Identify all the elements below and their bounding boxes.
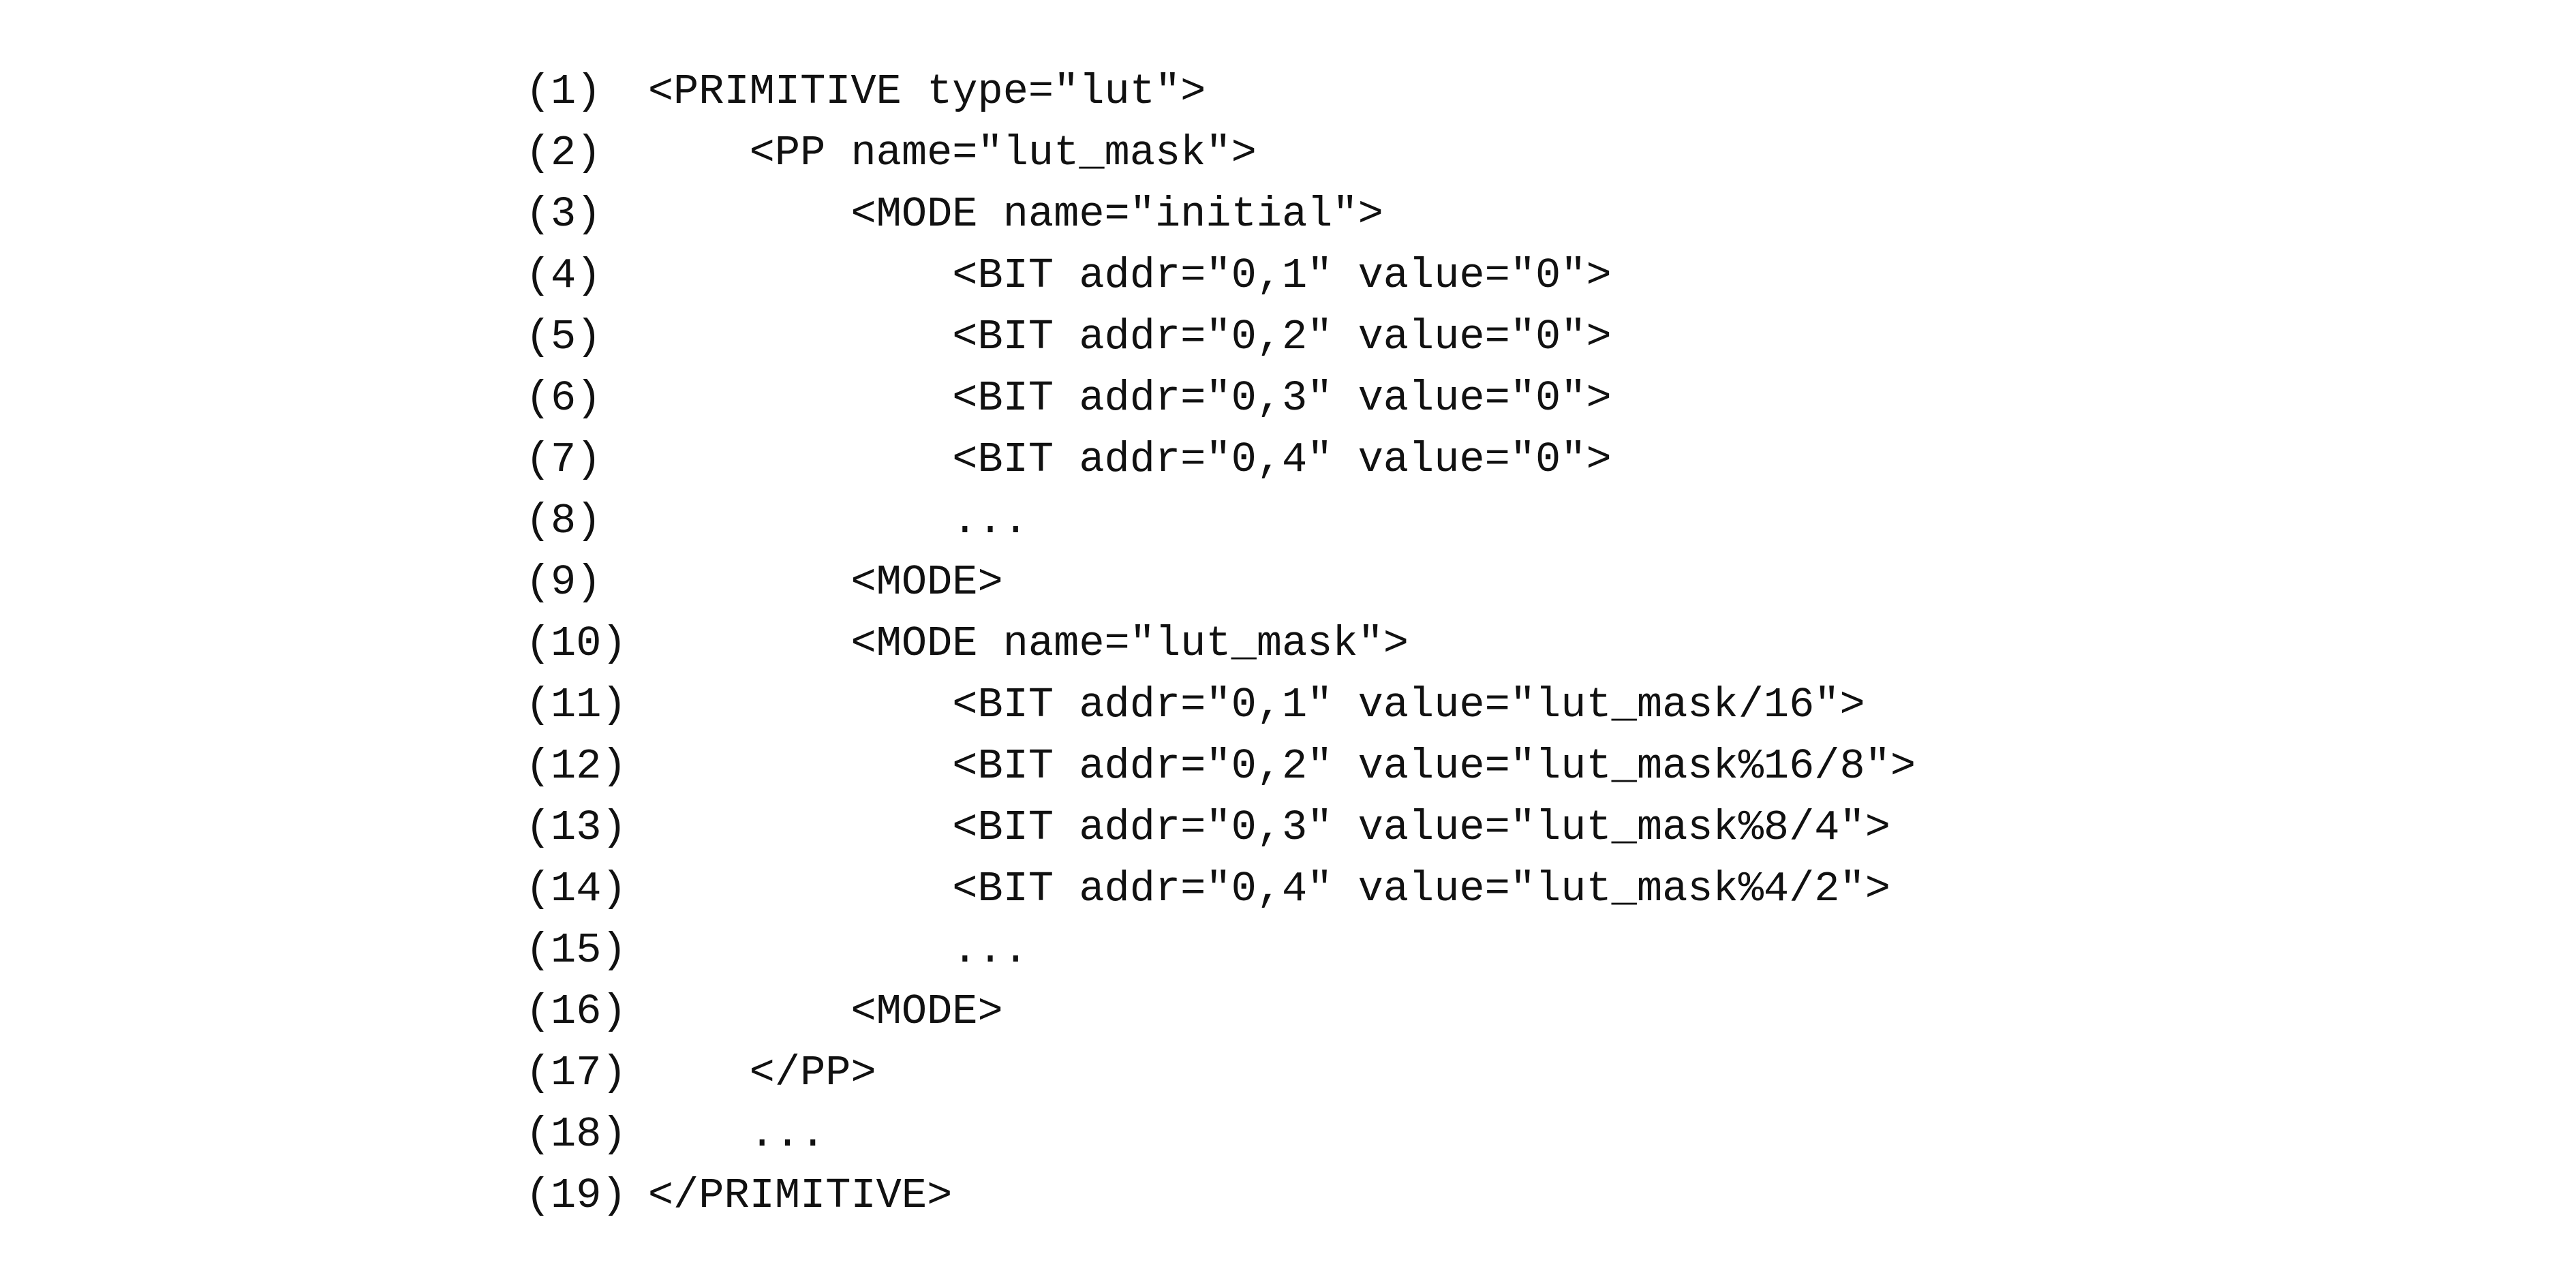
code-line: (14) <BIT addr="0,4" value="lut_mask%4/2… [424, 797, 1890, 913]
line-number: (14) [525, 865, 627, 913]
line-number: (4) [525, 251, 602, 300]
line-number: (17) [525, 1049, 627, 1097]
code-line: (2) <PP name="lut_mask"> [424, 61, 1257, 177]
code-line: (7) <BIT addr="0,4" value="0"> [424, 368, 1612, 484]
line-number: (6) [525, 374, 602, 423]
code-line: (12) <BIT addr="0,2" value="lut_mask%16/… [424, 675, 1916, 791]
code-text: <BIT addr="0,4" value="0"> [647, 435, 1612, 484]
code-line: (1) <PRIMITIVE type="lut"> [424, 0, 1206, 116]
code-text: <PRIMITIVE type="lut"> [647, 67, 1206, 116]
code-text: </PP> [647, 1049, 876, 1097]
code-line: (3) <MODE name="initial"> [424, 123, 1383, 239]
code-line: (9) <MODE> [424, 491, 1003, 607]
line-number: (1) [525, 67, 602, 116]
line-number: (12) [525, 742, 627, 791]
code-line: (19) </PRIMITIVE> [424, 1104, 952, 1220]
code-line: (13) <BIT addr="0,3" value="lut_mask%8/4… [424, 736, 1890, 852]
line-number: (11) [525, 681, 627, 729]
code-text: <MODE name="lut_mask"> [647, 619, 1409, 668]
line-number: (15) [525, 926, 627, 975]
line-number: (7) [525, 435, 602, 484]
code-text: <BIT addr="0,3" value="lut_mask%8/4"> [647, 803, 1890, 852]
code-text: </PRIMITIVE> [647, 1171, 953, 1220]
code-line: (4) <BIT addr="0,1" value="0"> [424, 184, 1612, 300]
line-number: (9) [525, 558, 602, 607]
code-line: (15) ... [424, 859, 1028, 975]
line-number: (19) [525, 1171, 627, 1220]
code-text: <BIT addr="0,2" value="lut_mask%16/8"> [647, 742, 1916, 791]
code-listing: (1) <PRIMITIVE type="lut"> (2) <PP name="… [424, 0, 1916, 1220]
line-number: (13) [525, 803, 627, 852]
line-number: (5) [525, 313, 602, 361]
code-line: (16) <MODE> [424, 920, 1003, 1036]
code-text: <BIT addr="0,3" value="0"> [647, 374, 1612, 423]
code-line: (17) </PP> [424, 981, 876, 1097]
code-text: ... [647, 926, 1028, 975]
code-line: (18) ... [424, 1043, 825, 1159]
code-text: <MODE name="initial"> [647, 190, 1383, 239]
code-text: <MODE> [647, 558, 1003, 607]
code-text: <BIT addr="0,2" value="0"> [647, 313, 1612, 361]
line-number: (2) [525, 129, 602, 177]
code-line: (10) <MODE name="lut_mask"> [424, 552, 1409, 668]
line-number: (3) [525, 190, 602, 239]
code-line: (5) <BIT addr="0,2" value="0"> [424, 245, 1612, 361]
code-line: (6) <BIT addr="0,3" value="0"> [424, 307, 1612, 423]
code-text: ... [647, 1110, 826, 1159]
code-text: <BIT addr="0,1" value="0"> [647, 251, 1612, 300]
line-number: (16) [525, 987, 627, 1036]
code-line: (8) ... [424, 429, 1028, 545]
line-number: (10) [525, 619, 627, 668]
code-text: <MODE> [647, 987, 1003, 1036]
code-text: ... [647, 497, 1028, 545]
code-text: <PP name="lut_mask"> [647, 129, 1257, 177]
code-text: <BIT addr="0,1" value="lut_mask/16"> [647, 681, 1865, 729]
line-number: (8) [525, 497, 602, 545]
code-line: (11) <BIT addr="0,1" value="lut_mask/16"… [424, 613, 1865, 729]
code-text: <BIT addr="0,4" value="lut_mask%4/2"> [647, 865, 1890, 913]
line-number: (18) [525, 1110, 627, 1159]
